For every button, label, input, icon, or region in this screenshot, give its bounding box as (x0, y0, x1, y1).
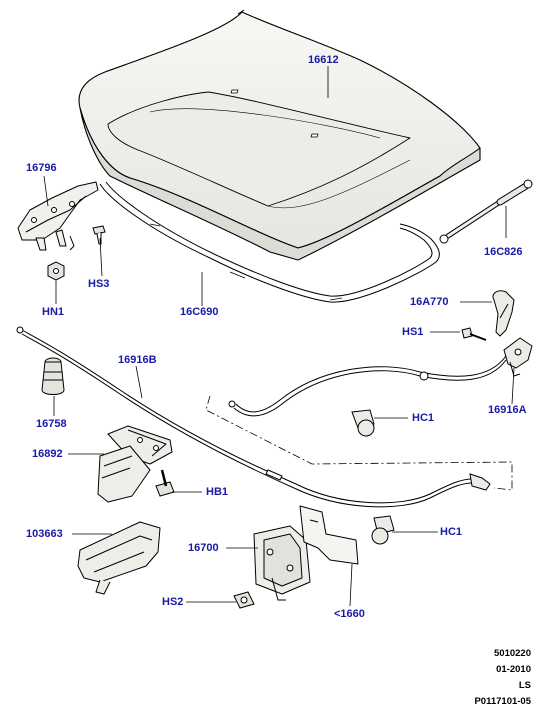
gas-strut (439, 179, 533, 244)
reference-block: 5010220 01-2010 LS P0117101-05 (474, 648, 531, 708)
callout-safety-catch[interactable]: 16892 (32, 448, 63, 460)
hood-panel (78, 9, 481, 261)
reference-model: LS (518, 680, 531, 691)
latch-screw (233, 591, 255, 609)
callout-release-cable[interactable]: 16916A (488, 404, 527, 416)
hood-hinge (17, 181, 99, 251)
callout-secondary-cable[interactable]: 16916B (118, 354, 157, 366)
callout-handle-screw[interactable]: HS1 (402, 326, 424, 338)
release-cable (228, 355, 507, 417)
hinge-screw (92, 225, 106, 245)
callout-strut[interactable]: 16C826 (484, 246, 523, 258)
bumper (41, 357, 65, 395)
callout-clip-lower[interactable]: HC1 (440, 526, 463, 538)
hood-latch (253, 525, 311, 601)
reference-date: 01-2010 (496, 664, 531, 675)
cable-clip-upper (351, 409, 375, 437)
callout-bracket[interactable]: <1660 (334, 608, 365, 620)
reference-code: 5010220 (494, 648, 531, 659)
release-lever (503, 337, 533, 377)
callout-hood[interactable]: 16612 (308, 54, 339, 66)
secondary-cable (16, 326, 491, 508)
reference-illustration-id: P0117101-05 (474, 696, 531, 707)
latch-bracket (299, 505, 359, 565)
callout-seal[interactable]: 16C690 (180, 306, 219, 318)
hinge-nut (47, 261, 65, 281)
handle-screw (461, 327, 487, 341)
callout-clip-upper[interactable]: HC1 (412, 412, 435, 424)
leader-lines (43, 66, 515, 607)
callout-latch[interactable]: 16700 (188, 542, 219, 554)
callout-release-handle[interactable]: 16A770 (410, 296, 449, 308)
cable-clip-lower (371, 515, 395, 545)
latch-shield (77, 521, 161, 595)
callout-hinge-nut[interactable]: HN1 (42, 306, 65, 318)
callout-hinge-screw[interactable]: HS3 (88, 278, 110, 290)
cable-routing-line (205, 395, 513, 491)
safety-catch (97, 425, 173, 503)
callout-shield[interactable]: 103663 (26, 528, 63, 540)
callout-hinge[interactable]: 16796 (26, 162, 57, 174)
callout-catch-bolt[interactable]: HB1 (206, 486, 229, 498)
release-handle (492, 290, 515, 337)
hood-seal (99, 181, 440, 303)
catch-bolt (155, 469, 175, 497)
callout-bumper[interactable]: 16758 (36, 418, 67, 430)
callout-latch-screw[interactable]: HS2 (162, 596, 184, 608)
